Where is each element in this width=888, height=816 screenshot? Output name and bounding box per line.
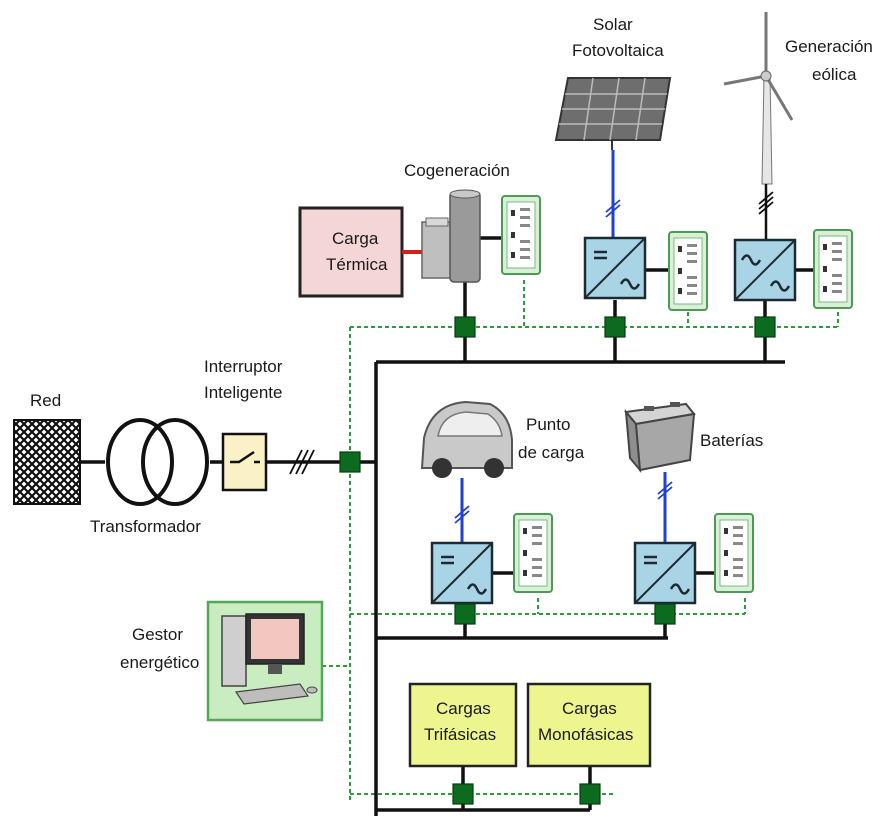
grid-node: Red <box>13 391 81 505</box>
three-phase-marks <box>289 449 315 475</box>
trifasicas-label-1: Cargas <box>436 699 491 718</box>
transformer-icon <box>106 418 174 506</box>
node-trifasicas <box>452 783 474 805</box>
ev-meter-icon <box>513 513 553 593</box>
gestor-label-2: energético <box>120 653 199 672</box>
node-cogeneracion <box>454 316 476 338</box>
node-main-feed <box>339 451 361 473</box>
battery-group: Baterías <box>624 402 763 605</box>
single-phase-loads: Cargas Monofásicas <box>526 682 652 768</box>
solar-panel-icon <box>554 77 672 150</box>
cogeneration-unit-icon <box>421 189 481 283</box>
ev-charging-group: Punto de carga <box>420 400 585 605</box>
solar-group: Solar Fotovoltaica <box>554 15 708 311</box>
node-solar <box>604 316 626 338</box>
smart-switch: Interruptor Inteligente <box>204 357 283 492</box>
monofasicas-box <box>526 682 652 768</box>
wind-group: Generación eólica <box>723 12 873 309</box>
grid-icon <box>13 419 81 505</box>
node-punto-carga <box>454 603 476 625</box>
computer-icon <box>221 613 318 705</box>
carga-termica-label-2: Térmica <box>326 255 388 274</box>
electric-car-icon <box>420 400 513 478</box>
battery-icon <box>624 402 696 474</box>
node-eolica <box>754 316 776 338</box>
transformador-label: Transformador <box>90 517 201 536</box>
wind-turbine-icon <box>723 12 794 185</box>
red-label: Red <box>30 391 61 410</box>
node-baterias <box>654 603 676 625</box>
thermal-load-box <box>298 206 404 298</box>
eolica-label-1: Generación <box>785 37 873 56</box>
three-phase-loads: Cargas Trifásicas <box>408 682 518 768</box>
eolica-label-2: eólica <box>812 65 857 84</box>
battery-converter-icon <box>633 541 697 605</box>
baterias-label: Baterías <box>700 431 763 450</box>
trifasicas-label-2: Trifásicas <box>424 725 496 744</box>
trifasicas-box <box>408 682 518 768</box>
solar-meter-icon <box>668 231 708 311</box>
connection-nodes <box>339 316 776 805</box>
solar-converter-icon <box>583 236 647 300</box>
monofasicas-label-2: Monofásicas <box>538 725 633 744</box>
interruptor-label-2: Inteligente <box>204 383 282 402</box>
transformer: Transformador <box>90 418 209 536</box>
solar-label-1: Solar <box>593 15 633 34</box>
battery-meter-icon <box>714 513 754 593</box>
cogeneration-group: Cogeneración Carga Térmica <box>298 161 541 298</box>
interruptor-label-1: Interruptor <box>204 357 283 376</box>
wind-meter-icon <box>813 229 853 309</box>
carga-termica-label-1: Carga <box>332 229 379 248</box>
monofasicas-label-1: Cargas <box>562 699 617 718</box>
switch-icon <box>221 432 268 492</box>
solar-label-2: Fotovoltaica <box>572 41 664 60</box>
punto-carga-label-2: de carga <box>518 443 585 462</box>
cogeneracion-meter-icon <box>501 195 541 275</box>
node-monofasicas <box>579 783 601 805</box>
gestor-label-1: Gestor <box>132 625 183 644</box>
ev-converter-icon <box>430 541 494 605</box>
cogeneracion-label: Cogeneración <box>404 161 510 180</box>
energy-manager-group: Gestor energético <box>120 600 324 722</box>
punto-carga-label-1: Punto <box>526 415 570 434</box>
wind-converter-icon <box>733 238 797 302</box>
